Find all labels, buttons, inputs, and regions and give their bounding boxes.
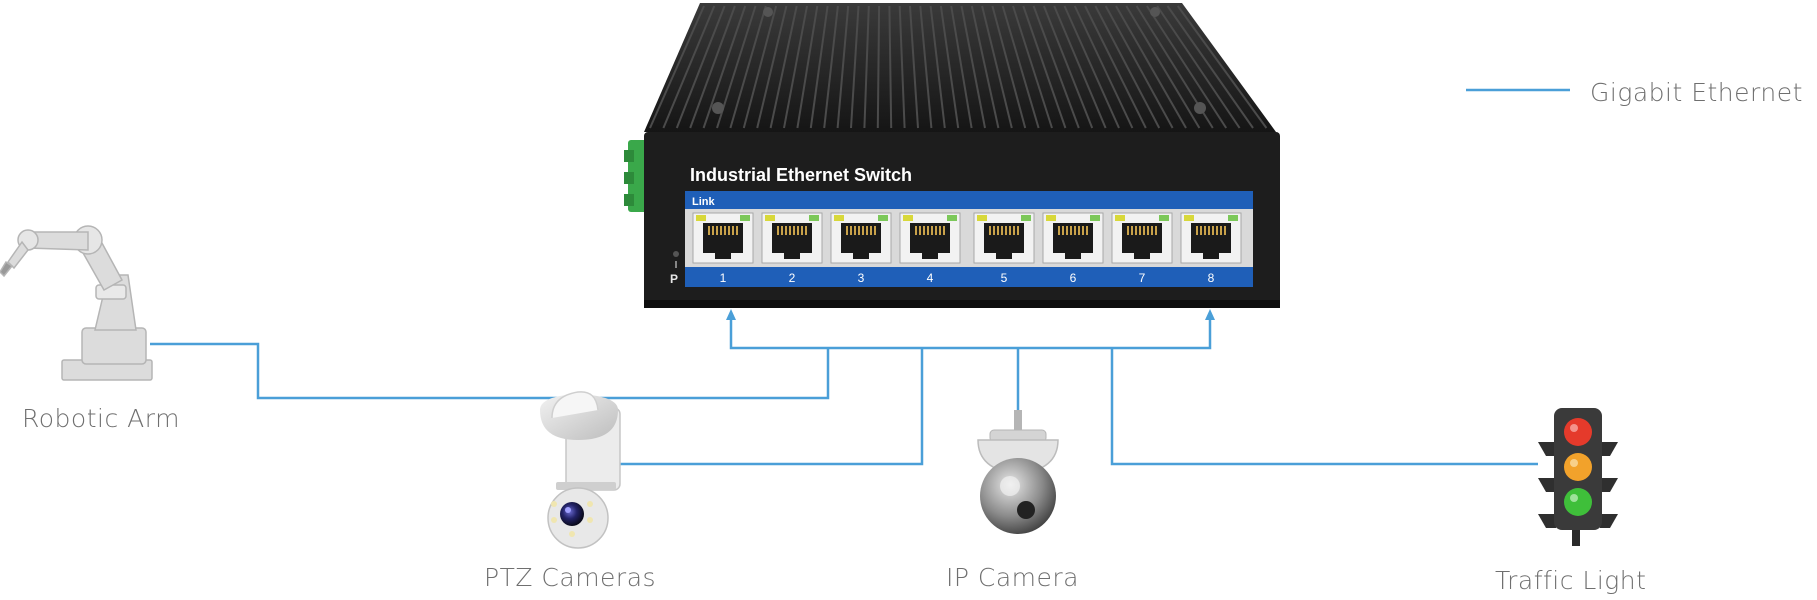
arrow-port-8 <box>1205 309 1215 320</box>
port-number-label: 6 <box>1070 271 1077 285</box>
port-number-label: 8 <box>1208 271 1215 285</box>
switch-title: Industrial Ethernet Switch <box>690 165 912 185</box>
arrow-port-1 <box>726 309 736 320</box>
port-number-label: 2 <box>789 271 796 285</box>
ethernet-port-6: 6 <box>1042 212 1104 285</box>
link-traffic-light <box>1110 348 1538 466</box>
ethernet-port-5: 5 <box>973 212 1035 285</box>
traffic-light-label: Traffic Light <box>1495 566 1647 595</box>
link-robotic-arm <box>150 342 830 400</box>
port-number-label: 3 <box>858 271 865 285</box>
ip-camera-icon <box>977 410 1059 534</box>
robotic-arm-icon <box>0 225 153 381</box>
port-led-icon <box>765 215 775 221</box>
ethernet-port-3: 3 <box>830 212 892 285</box>
port-group: 1 2 3 4 5 6 7 8 <box>692 212 1242 285</box>
ptz-camera-icon <box>540 391 621 549</box>
bus-line <box>729 318 1212 350</box>
port-led-icon <box>809 215 819 221</box>
port-number-band <box>685 267 1253 287</box>
port-led-icon <box>740 215 750 221</box>
port-number-label: 1 <box>720 271 727 285</box>
ptz-cameras-label: PTZ Cameras <box>484 563 657 592</box>
ethernet-port-8: 8 <box>1180 212 1242 285</box>
port-led-icon <box>1184 215 1194 221</box>
robotic-arm-label: Robotic Arm <box>22 404 180 433</box>
port-led-icon <box>696 215 706 221</box>
port-led-icon <box>834 215 844 221</box>
connection-lines <box>150 309 1538 466</box>
link-label: Link <box>692 196 715 208</box>
port-led-icon <box>878 215 888 221</box>
fin-lines <box>649 5 1268 129</box>
port-led-icon <box>1090 215 1100 221</box>
power-led-icon <box>673 251 679 257</box>
power-terminal-icon <box>624 140 648 212</box>
port-led-icon <box>903 215 913 221</box>
port-led-icon <box>1021 215 1031 221</box>
ethernet-port-2: 2 <box>761 212 823 285</box>
ethernet-port-7: 7 <box>1111 212 1173 285</box>
ethernet-switch: Industrial Ethernet Switch Link P 1 2 3 4 5 6… <box>624 3 1280 308</box>
port-led-icon <box>1115 215 1125 221</box>
ethernet-port-1: 1 <box>692 212 754 285</box>
link-ptz-cameras <box>620 348 924 466</box>
port-led-icon <box>977 215 987 221</box>
port-led-icon <box>1046 215 1056 221</box>
ethernet-port-4: 4 <box>899 212 961 285</box>
port-number-label: 4 <box>927 271 934 285</box>
port-led-icon <box>1228 215 1238 221</box>
link-band <box>685 191 1253 209</box>
legend-label: Gigabit Ethernet <box>1590 78 1803 107</box>
port-led-icon <box>1159 215 1169 221</box>
port-number-label: 5 <box>1001 271 1008 285</box>
traffic-light-icon <box>1538 408 1618 546</box>
port-led-icon <box>947 215 957 221</box>
port-number-label: 7 <box>1139 271 1146 285</box>
power-label: P <box>670 272 678 286</box>
ip-camera-label: IP Camera <box>946 563 1080 592</box>
